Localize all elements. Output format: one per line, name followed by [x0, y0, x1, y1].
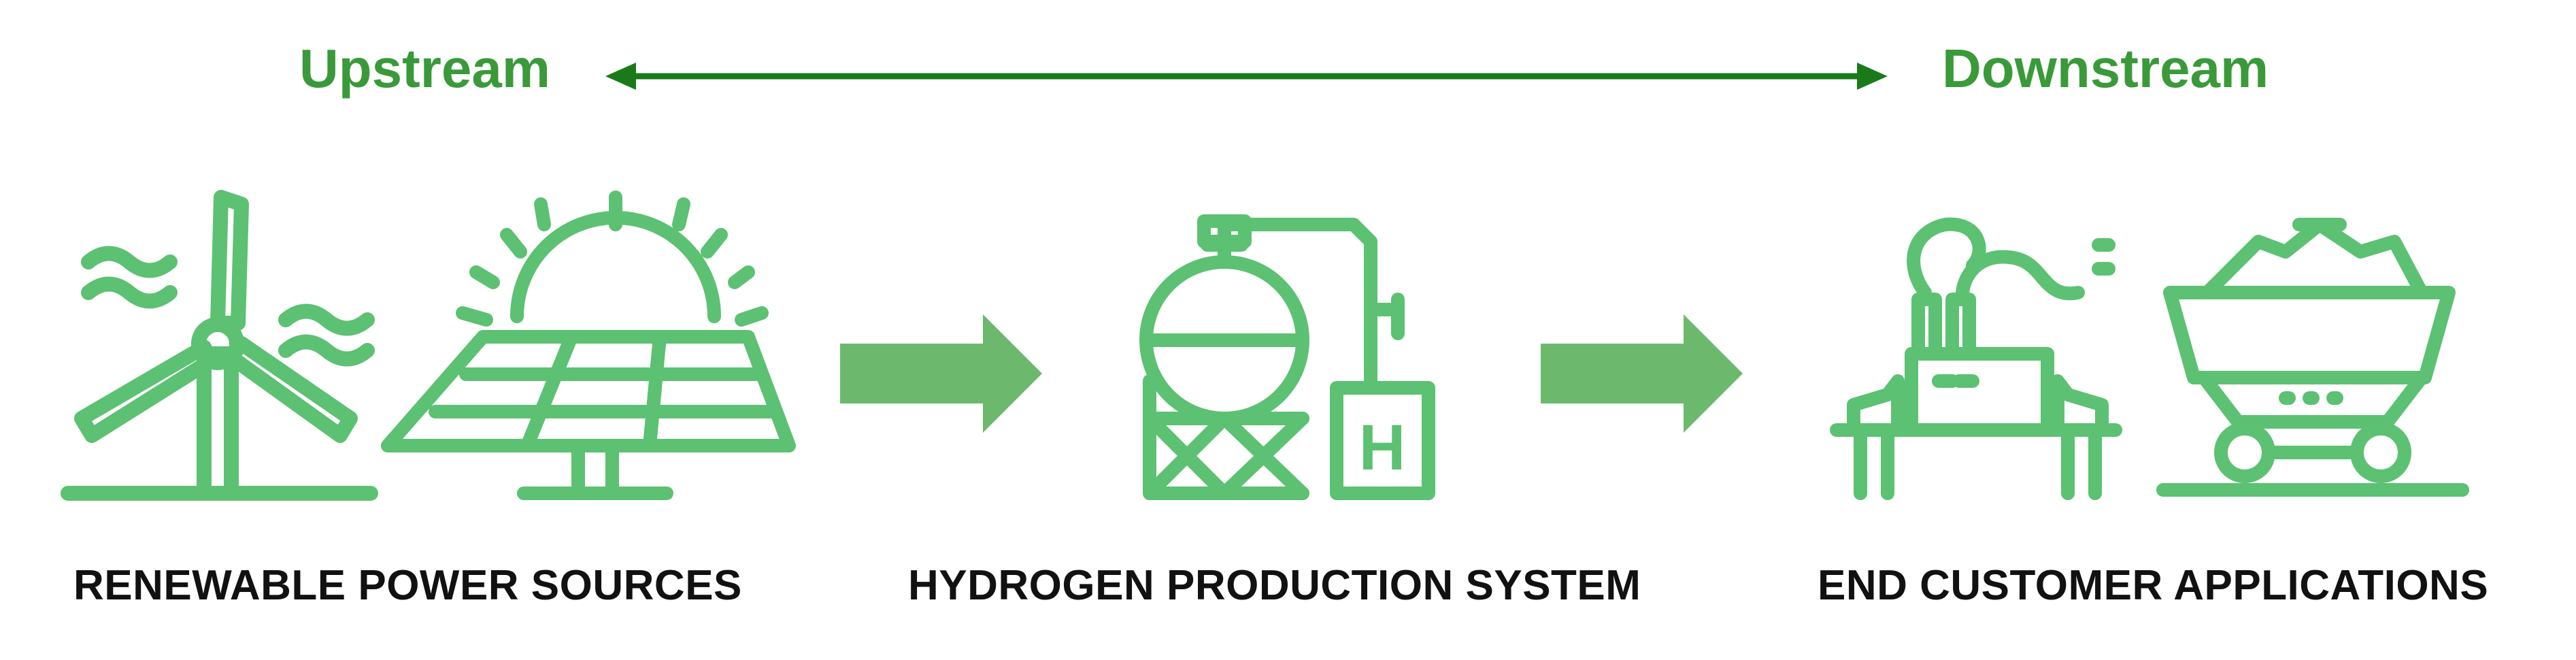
solar-panel-icon	[381, 191, 796, 500]
stage-label-renewable: RENEWABLE POWER SOURCES	[73, 562, 742, 609]
upstream-label: Upstream	[299, 38, 551, 99]
stage-arrow-2	[1541, 314, 1743, 433]
stage-arrow-1	[840, 314, 1042, 433]
wind-turbine-icon	[61, 190, 378, 501]
hydrogen-tank-icon	[1139, 214, 1435, 500]
stage-label-end-customer: END CUSTOMER APPLICATIONS	[1818, 562, 2489, 609]
mine-cart-icon	[2156, 218, 2469, 497]
downstream-label: Downstream	[1942, 38, 2269, 99]
factory-icon	[1830, 217, 2122, 500]
tank-badge: H	[1359, 412, 1406, 484]
stage-label-hydrogen: HYDROGEN PRODUCTION SYSTEM	[908, 562, 1641, 609]
flow-arrow	[605, 63, 1888, 90]
